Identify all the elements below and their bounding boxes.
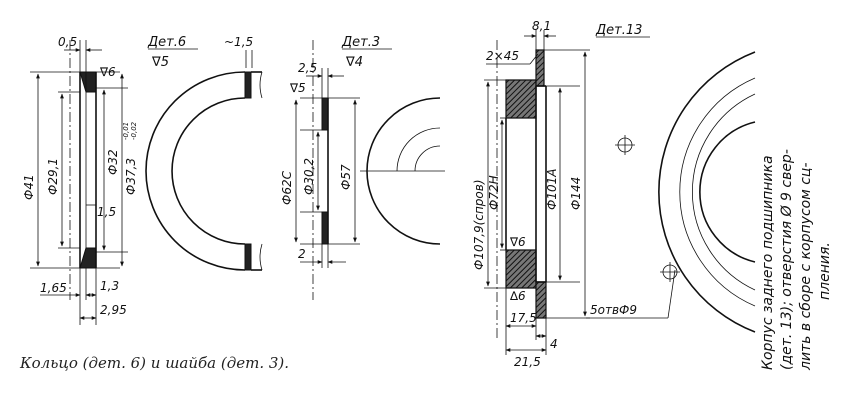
p13-dim-d-144: Ф144 bbox=[569, 177, 583, 210]
p3-dim-d-inner: Ф30,2 bbox=[302, 158, 316, 195]
p3-dim-d-outer: Ф62С bbox=[280, 170, 294, 205]
side-note: Корпус заднего подшипника (дет. 13); отв… bbox=[760, 149, 833, 371]
p13-dim-215: 21,5 bbox=[514, 355, 541, 369]
note-line-2: (дет. 13); отверстия Ø 9 свер- bbox=[779, 149, 795, 370]
p3-dim-d-mid: Ф57 bbox=[339, 164, 353, 190]
part13-face-view bbox=[615, 51, 756, 333]
part3-half-view bbox=[360, 97, 445, 245]
p13-dim-surface-bottom: ∆6 bbox=[509, 289, 526, 303]
p3-dim-surface: ∇5 bbox=[289, 81, 306, 95]
p3-title: Дет.3 bbox=[341, 35, 380, 50]
p6-dim-step: 1,5 bbox=[97, 205, 116, 219]
p6-dim-bottom-total: 2,95 bbox=[100, 303, 127, 317]
p6-dim-d-outer: Ф41 bbox=[22, 174, 36, 200]
p13-title: Дет.13 bbox=[595, 23, 642, 38]
p13-dim-d-101: Ф101А bbox=[545, 169, 559, 210]
p3-dim-bottom: 2 bbox=[298, 247, 306, 261]
p6-finish: ∇5 bbox=[151, 55, 169, 70]
p3-dim-top: 2,5 bbox=[298, 61, 317, 75]
p13-dim-d-big: Ф107,9(спров) bbox=[472, 179, 486, 270]
p13-dim-holes: 5отвФ9 bbox=[590, 303, 637, 317]
p6-dim-thickness: ~1,5 bbox=[224, 35, 253, 49]
p6-dim-tol-upper: -0,01 bbox=[122, 122, 130, 140]
p13-dim-surface-top: ∇6 bbox=[509, 235, 526, 249]
part6-section bbox=[30, 40, 128, 325]
p6-dim-bottom-left: 1,65 bbox=[40, 281, 67, 295]
p3-finish: ∇4 bbox=[345, 55, 363, 70]
p6-dim-d-inner: Ф29,1 bbox=[46, 158, 60, 195]
p6-title: Дет.6 bbox=[147, 35, 186, 50]
part13-section bbox=[484, 30, 676, 355]
p6-dim-top: 0,5 bbox=[58, 35, 77, 49]
p6-dim-d-bore: Ф32 bbox=[106, 149, 120, 175]
p13-dim-d-h: Ф72Н bbox=[487, 175, 501, 210]
part6-half-view bbox=[145, 71, 263, 271]
note-line-1: Корпус заднего подшипника bbox=[760, 155, 776, 370]
p6-dim-d-fit: Ф37,3 bbox=[124, 158, 138, 195]
note-line-3: лить в сборе с корпусом сц- bbox=[798, 163, 814, 372]
part3-section bbox=[294, 40, 360, 300]
p13-dim-chamfer: 2×45 bbox=[486, 49, 519, 63]
figure-caption: Кольцо (дет. 6) и шайба (дет. 3). bbox=[19, 354, 289, 372]
p6-dim-surface: ∇6 bbox=[99, 65, 116, 79]
p13-dim-175: 17,5 bbox=[510, 311, 537, 325]
p6-dim-bottom-mid: 1,3 bbox=[100, 279, 119, 293]
p6-dim-tol-lower: -0,02 bbox=[130, 121, 138, 140]
note-line-4: пления. bbox=[817, 242, 833, 300]
p13-dim-top: 8,1 bbox=[532, 19, 551, 33]
p13-dim-4: 4 bbox=[550, 337, 558, 351]
